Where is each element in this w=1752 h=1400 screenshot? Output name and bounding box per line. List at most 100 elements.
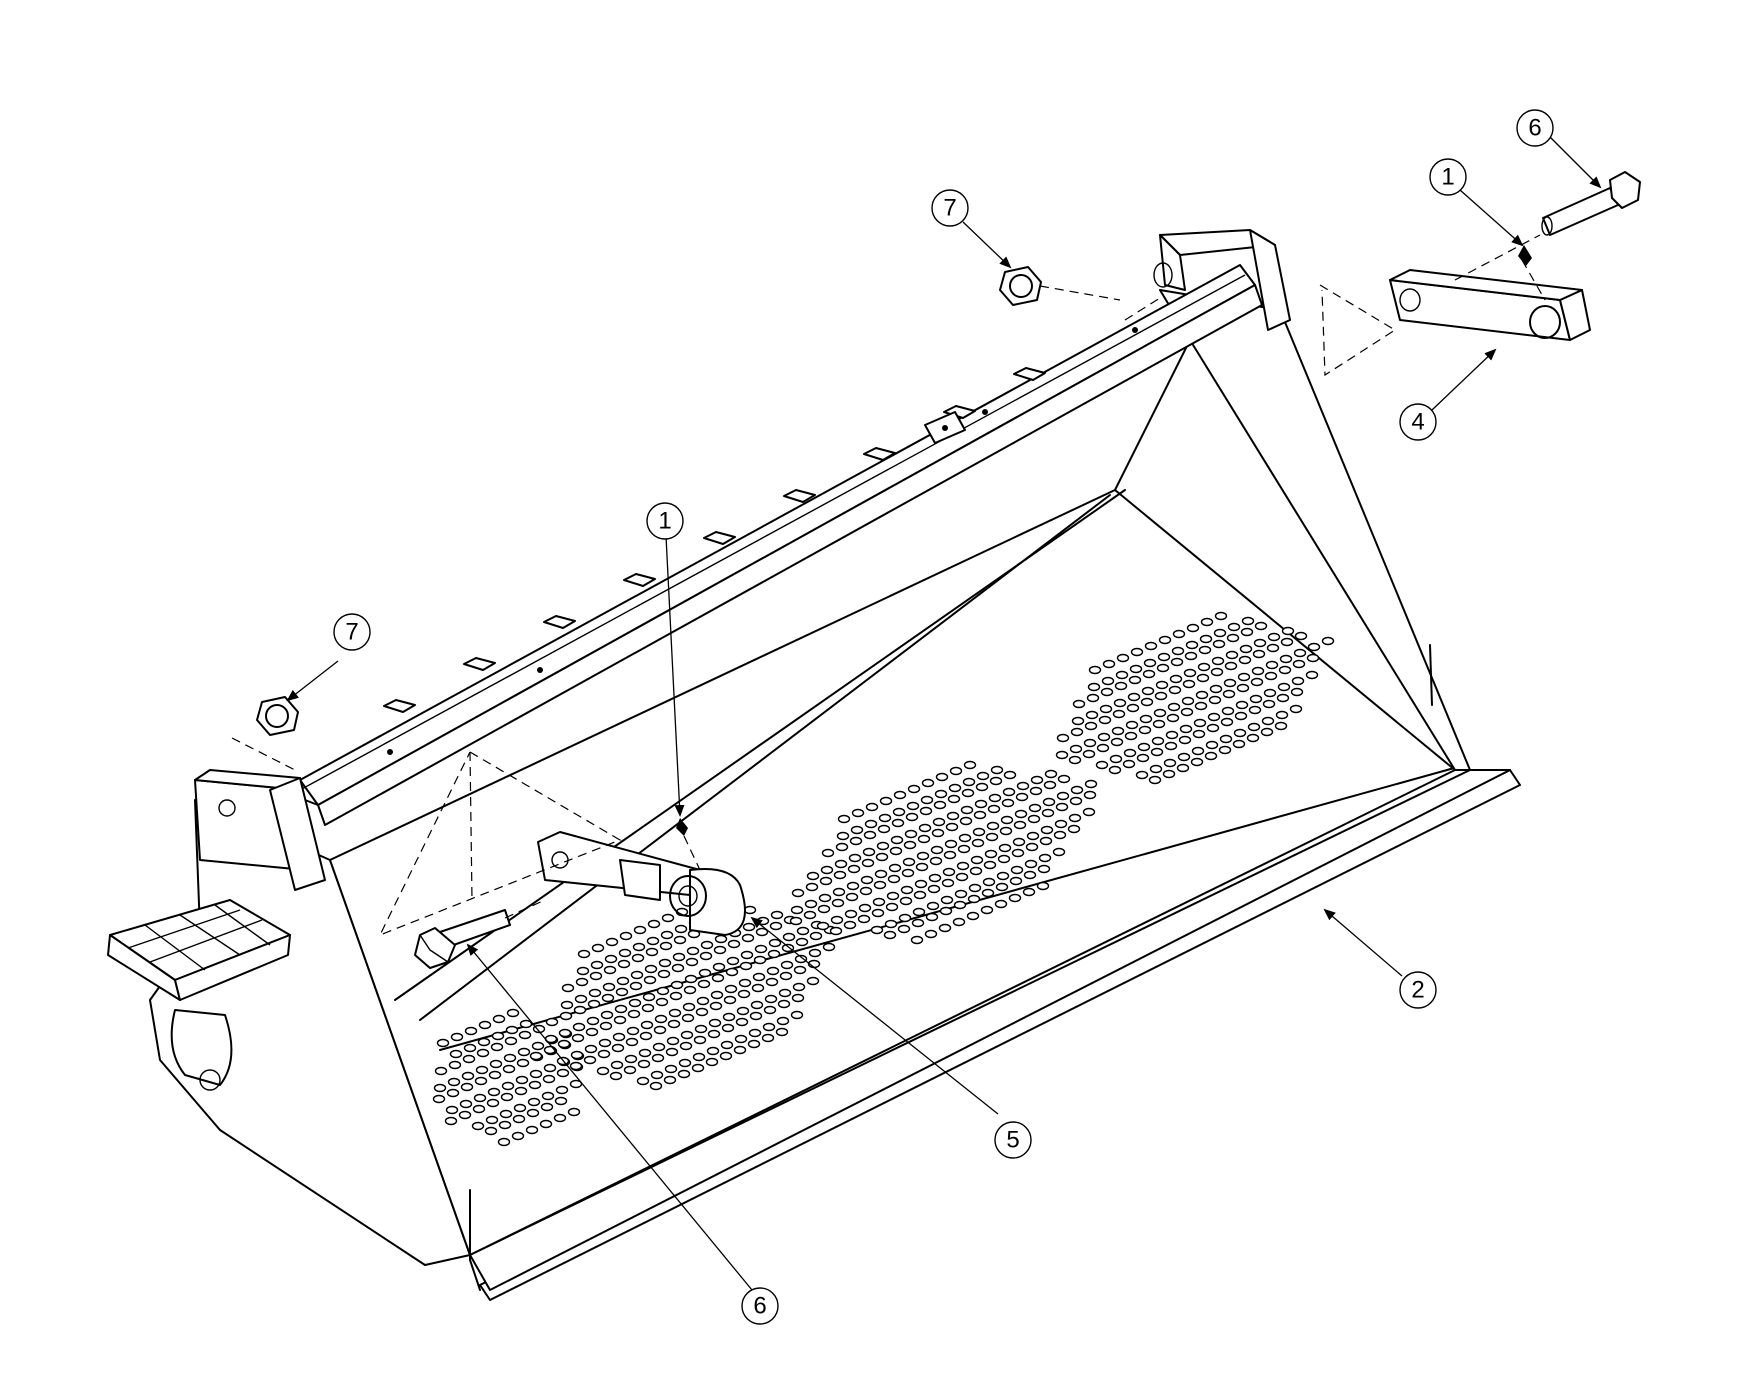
perforation-hole	[1149, 764, 1163, 774]
perforation-hole	[649, 1081, 663, 1091]
perforation-hole	[910, 935, 924, 945]
perforation-hole	[984, 849, 998, 859]
perforation-hole	[1039, 836, 1053, 846]
perforation-hole	[573, 1005, 587, 1015]
perforation-hole	[668, 1008, 682, 1018]
perforation-hole	[963, 760, 977, 770]
perforation-hole	[1102, 659, 1116, 669]
perforation-hole	[1144, 641, 1158, 651]
perforation-hole	[1154, 691, 1168, 701]
perforation-hole	[626, 1026, 640, 1036]
perforation-hole	[1307, 642, 1321, 652]
perforation-hole	[739, 961, 753, 971]
perforation-hole	[1116, 653, 1130, 663]
perforation-hole	[1208, 695, 1222, 705]
perforation-hole	[1108, 765, 1122, 775]
perforation-hole	[1028, 803, 1042, 813]
perforation-hole	[486, 1098, 500, 1108]
perforation-hole	[879, 796, 893, 806]
perforation-hole	[781, 943, 795, 953]
perforation-hole	[617, 959, 631, 969]
perforation-hole	[571, 1033, 585, 1043]
perforation-hole	[519, 1019, 533, 1029]
perforation-hole	[1071, 716, 1085, 726]
perforation-hole	[499, 1109, 513, 1119]
perforation-hole	[641, 1003, 655, 1013]
perforation-hole	[749, 1011, 763, 1021]
bolt-part-6-top	[1541, 171, 1641, 236]
perforation-hole	[1182, 679, 1196, 689]
perforation-hole	[464, 1026, 478, 1036]
perforation-hole	[645, 947, 659, 957]
perforation-hole	[780, 960, 794, 970]
perforation-hole	[512, 1114, 526, 1124]
perforation-hole	[1111, 726, 1125, 736]
assembly-lines	[231, 234, 1546, 937]
perforation-hole	[892, 807, 906, 817]
perforation-hole	[463, 1043, 477, 1053]
perforation-hole	[500, 1092, 514, 1102]
perforation-hole	[1013, 820, 1027, 830]
perforation-hole	[976, 771, 990, 781]
perforation-hole	[711, 973, 725, 983]
perforation-hole	[926, 901, 940, 911]
perforation-hole	[982, 877, 996, 887]
perforation-hole	[870, 925, 884, 935]
perforation-hole	[726, 956, 740, 966]
perforation-hole	[1130, 647, 1144, 657]
perforation-hole	[1186, 623, 1200, 633]
perforation-hole	[543, 1063, 557, 1073]
perforation-hole	[796, 926, 810, 936]
perforation-hole	[767, 949, 781, 959]
perforation-hole	[1084, 779, 1098, 789]
perforation-hole	[709, 1001, 723, 1011]
perforation-hole	[504, 1036, 518, 1046]
perforation-hole	[962, 777, 976, 787]
perforation-hole	[651, 1053, 665, 1063]
perforation-hole	[570, 1050, 584, 1060]
perforation-hole	[861, 858, 875, 868]
rail-tabs	[383, 367, 1046, 713]
perforation-hole	[755, 927, 769, 937]
perforation-hole	[740, 950, 754, 960]
perforation-hole	[737, 989, 751, 999]
perforation-hole	[872, 897, 886, 907]
callout-4: 4	[1399, 403, 1437, 441]
perforation-hole	[1172, 629, 1186, 639]
perforation-hole	[1082, 749, 1096, 759]
perforation-hole	[1098, 715, 1112, 725]
perforation-hole	[973, 810, 987, 820]
perforation-hole	[775, 1027, 789, 1037]
perforation-hole	[685, 957, 699, 967]
perforation-hole	[1212, 639, 1226, 649]
perforation-hole	[1176, 763, 1190, 773]
perforation-hole	[970, 855, 984, 865]
perforation-hole	[434, 1066, 448, 1076]
perforation-hole	[969, 866, 983, 876]
perforation-hole	[577, 949, 591, 959]
perforation-hole	[851, 808, 865, 818]
perforation-hole	[1289, 704, 1303, 714]
perforation-hole	[849, 836, 863, 846]
perforation-hole	[1277, 682, 1291, 692]
perforation-hole	[1252, 649, 1266, 659]
perforation-hole	[808, 948, 822, 958]
perforation-hole	[604, 954, 618, 964]
perforation-hole	[1276, 693, 1290, 703]
perforation-hole	[1008, 893, 1022, 903]
perforation-hole	[1233, 728, 1247, 738]
nut-part-7-top	[999, 266, 1042, 306]
perforation-hole	[1123, 748, 1137, 758]
perforation-hole	[445, 1105, 459, 1115]
perforation-hole	[1194, 701, 1208, 711]
perforation-hole	[857, 914, 871, 924]
perforation-hole	[1205, 740, 1219, 750]
perforation-hole	[667, 1019, 681, 1029]
perforation-hole	[874, 869, 888, 879]
perforation-hole	[939, 906, 953, 916]
perforation-hole	[1124, 731, 1138, 741]
perforation-hole	[627, 1009, 641, 1019]
perforation-hole	[610, 1060, 624, 1070]
perforation-hole	[929, 856, 943, 866]
perforation-hole	[640, 1020, 654, 1030]
